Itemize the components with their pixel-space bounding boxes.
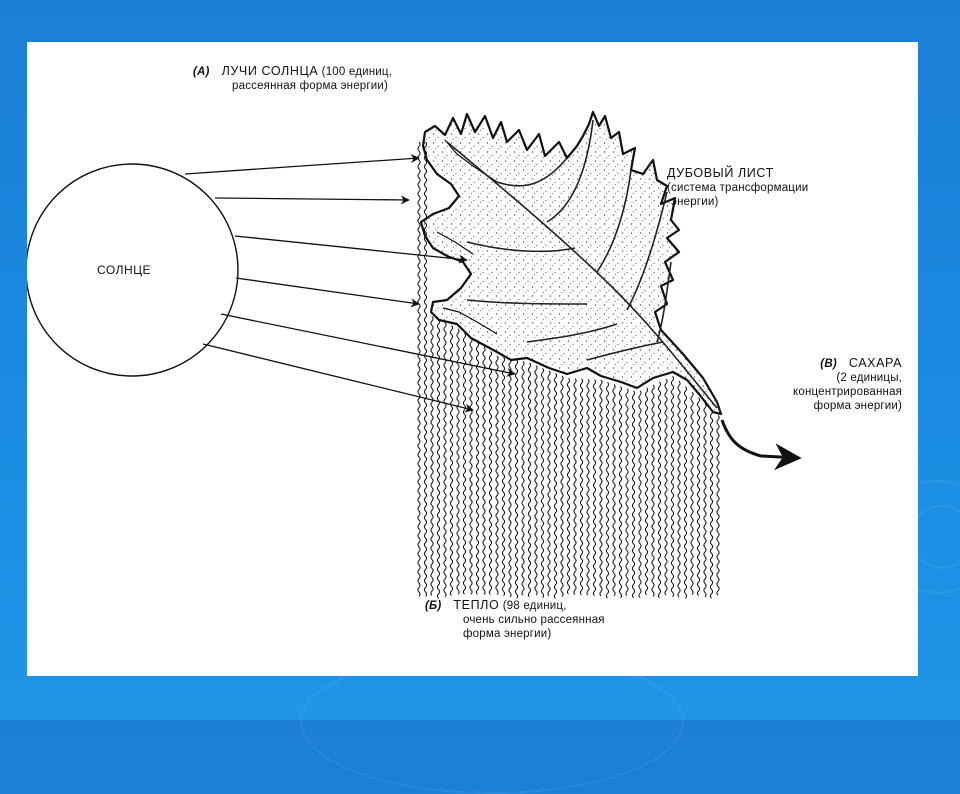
- sun-ray-arrow: [235, 277, 420, 308]
- label-heat: (Б) ТЕПЛО (98 единиц, очень сильно рассея…: [425, 598, 605, 641]
- heat-wave-line: [449, 325, 454, 596]
- heat-wave-line: [631, 390, 636, 599]
- heat-wave-line: [703, 403, 707, 598]
- heat-wave-line: [644, 387, 649, 596]
- sugar-output-arrow: [720, 419, 802, 471]
- heat-wave-line: [527, 362, 532, 598]
- heat-wave-line: [547, 370, 551, 597]
- heat-wave-line: [670, 375, 675, 598]
- sun-ray-arrow: [202, 343, 474, 413]
- heat-wave-line: [696, 397, 701, 596]
- heat-wave-line: [469, 337, 473, 595]
- heat-wave-line: [423, 141, 428, 597]
- label-sugar-line4: форма энергии): [813, 400, 903, 412]
- heat-wave-line: [605, 381, 610, 599]
- heat-wave-line: [514, 359, 519, 599]
- label-sun-rays-title: ЛУЧИ СОЛНЦА: [221, 64, 319, 78]
- label-tag-v: (В): [820, 358, 837, 370]
- heat-wave-line: [690, 391, 694, 595]
- heat-wave-line: [586, 378, 590, 596]
- label-sugar-title: САХАРА: [848, 356, 903, 370]
- heat-wave-line: [417, 141, 421, 597]
- heat-wave-line: [521, 360, 525, 596]
- heat-wave-line: [638, 390, 642, 599]
- diagram-canvas: СОЛНЦЕ (А) ЛУЧИ СОЛНЦА (100 единиц, рассе…: [27, 42, 918, 676]
- heat-wave-line: [664, 378, 668, 596]
- heat-wave-line: [566, 377, 571, 595]
- heat-wave-line: [488, 351, 493, 595]
- heat-wave-line: [430, 316, 434, 596]
- label-sun-rays-units: (100 единиц,: [321, 66, 393, 78]
- label-sugar-line3: концентрированная: [793, 386, 903, 398]
- heat-wave-line: [462, 332, 467, 595]
- heat-wave-line: [508, 358, 512, 598]
- heat-wave-line: [651, 384, 655, 597]
- heat-wave-line: [592, 379, 597, 596]
- sun-ray-arrow: [220, 313, 516, 377]
- label-tag-a: (А): [193, 66, 210, 78]
- sun-ray-arrow: [234, 235, 468, 264]
- heat-wave-line: [716, 414, 720, 596]
- heat-wave-line: [436, 319, 441, 599]
- label-oak-leaf-title: ДУБОВЫЙ ЛИСТ: [667, 166, 774, 180]
- heat-wave-line: [618, 386, 623, 599]
- heat-wave-line: [599, 379, 603, 597]
- heat-wave-line: [540, 367, 545, 599]
- label-oak-leaf-line3: энергии): [671, 196, 719, 208]
- heat-wave-line: [534, 365, 538, 596]
- heat-wave-line: [573, 378, 577, 595]
- heat-wave-line: [683, 386, 688, 599]
- sun-rays: [184, 154, 516, 413]
- heat-wave-line: [443, 322, 447, 598]
- label-sugar: (В)САХАРА (2 единицы, концентрированная …: [793, 356, 902, 413]
- heat-wave-line: [657, 381, 662, 599]
- oak-leaf-veins: [446, 119, 718, 409]
- label-sun-rays-line2: рассеянная форма энергии): [232, 80, 389, 92]
- heat-wave-line: [612, 383, 616, 597]
- heat-wave-line: [560, 375, 564, 597]
- heat-wave-line: [625, 388, 629, 597]
- sun-circle: [27, 163, 239, 377]
- sun: [27, 163, 239, 377]
- oak-leaf-blade: [419, 110, 723, 416]
- heat-wave-line: [495, 355, 499, 595]
- heat-wave-line: [709, 409, 714, 599]
- label-sun-rays: (А) ЛУЧИ СОЛНЦА (100 единиц, рассеянная ф…: [193, 64, 392, 93]
- label-heat-line2: очень сильно рассеянная: [463, 614, 605, 626]
- energy-flow-diagram: [27, 110, 802, 599]
- heat-wave-line: [579, 378, 584, 596]
- heat-wave-line: [677, 380, 681, 598]
- label-oak-leaf: ДУБОВЫЙ ЛИСТ (система трансформации энер…: [667, 166, 808, 209]
- sun-ray-arrow: [184, 154, 420, 175]
- label-oak-leaf-line2: (система трансформации: [667, 182, 809, 194]
- label-tag-b: (Б): [425, 600, 442, 612]
- sun-label: СОЛНЦЕ: [97, 263, 152, 277]
- sun-ray-arrow: [214, 195, 410, 205]
- label-heat-line3: форма энергии): [463, 628, 552, 640]
- label-sugar-line2: (2 единицы,: [836, 372, 903, 384]
- heat-wave-line: [475, 342, 480, 595]
- heat-wave-line: [501, 356, 506, 597]
- oak-leaf: [419, 110, 723, 416]
- heat-wave-lines: [417, 141, 720, 599]
- label-heat-units: (98 единиц,: [502, 600, 567, 612]
- heat-wave-line: [456, 328, 460, 595]
- heat-wave-line: [482, 346, 486, 595]
- label-heat-title: ТЕПЛО: [453, 598, 500, 612]
- heat-wave-line: [553, 373, 558, 599]
